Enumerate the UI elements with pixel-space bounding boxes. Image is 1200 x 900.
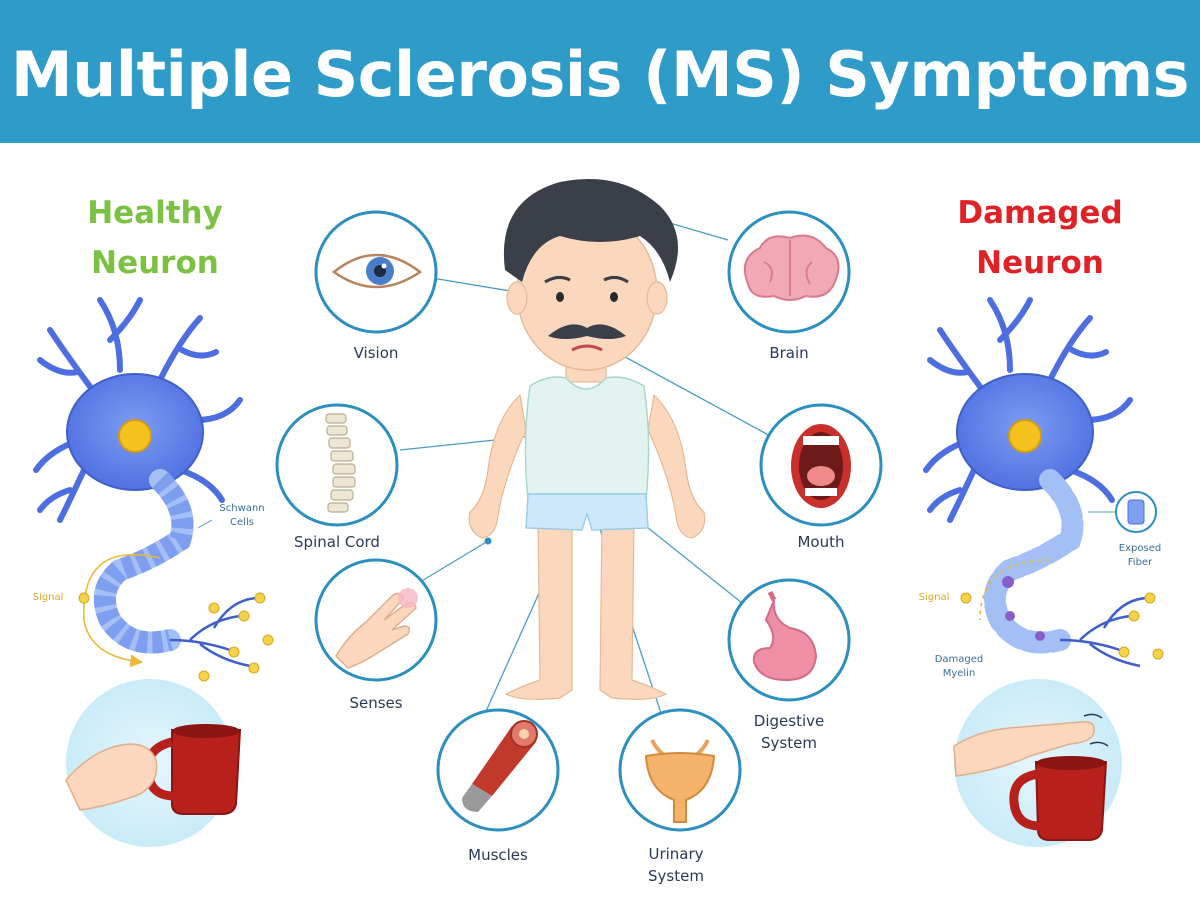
muscle-icon (462, 720, 538, 812)
mouth-circle (759, 403, 883, 527)
eye-icon (331, 253, 423, 289)
senses-label: Senses (349, 694, 403, 712)
spinal-cord-circle (275, 403, 399, 527)
mouth-label: Mouth (797, 533, 845, 551)
muscles-label: Muscles (468, 846, 528, 864)
brain-icon (744, 234, 840, 301)
healthy-neuron-heading: Healthy Neuron (40, 188, 270, 288)
digestive-system-label: Digestive System (753, 712, 825, 752)
digestive-circle (727, 578, 851, 702)
vision-circle (314, 210, 438, 334)
title-banner: Multiple Sclerosis (MS) Symptoms (0, 0, 1200, 143)
exposed-fiber-label: Exposed Fiber (1118, 543, 1162, 568)
mouth-connector (604, 345, 775, 439)
spinal-cord-label: Spinal Cord (294, 533, 380, 551)
damaged-neuron-heading: Damaged Neuron (925, 188, 1155, 288)
stomach-icon (752, 590, 818, 682)
tremor-hand-cup (953, 679, 1122, 847)
vision-label: Vision (353, 344, 399, 362)
bladder-icon (644, 739, 716, 823)
spine-icon (325, 413, 356, 513)
person-figure (468, 179, 706, 700)
healthy-heading-line2: Neuron (91, 245, 219, 281)
damaged-heading-line1: Damaged (957, 195, 1123, 231)
healthy-heading-line1: Healthy (87, 195, 223, 231)
brain-label: Brain (769, 344, 809, 362)
schwann-cells-label: Schwann Cells (219, 503, 265, 528)
hand-icon (335, 588, 418, 669)
urinary-system-label: Urinary System (648, 845, 704, 885)
page-title: Multiple Sclerosis (MS) Symptoms (10, 38, 1190, 111)
steady-hand-cup (65, 679, 242, 847)
urinary-circle (618, 708, 742, 832)
senses-connector (419, 540, 489, 583)
damaged-heading-line2: Neuron (976, 245, 1104, 281)
damaged-signal-label: Signal (918, 592, 950, 603)
healthy-signal-label: Signal (32, 592, 64, 603)
brain-circle (727, 210, 851, 334)
senses-circle (314, 558, 438, 682)
damaged-neuron (923, 297, 1164, 668)
mouth-icon (791, 424, 851, 508)
healthy-neuron (33, 297, 274, 682)
muscles-circle (436, 708, 560, 832)
damaged-myelin-label: Damaged Myelin (934, 654, 984, 679)
